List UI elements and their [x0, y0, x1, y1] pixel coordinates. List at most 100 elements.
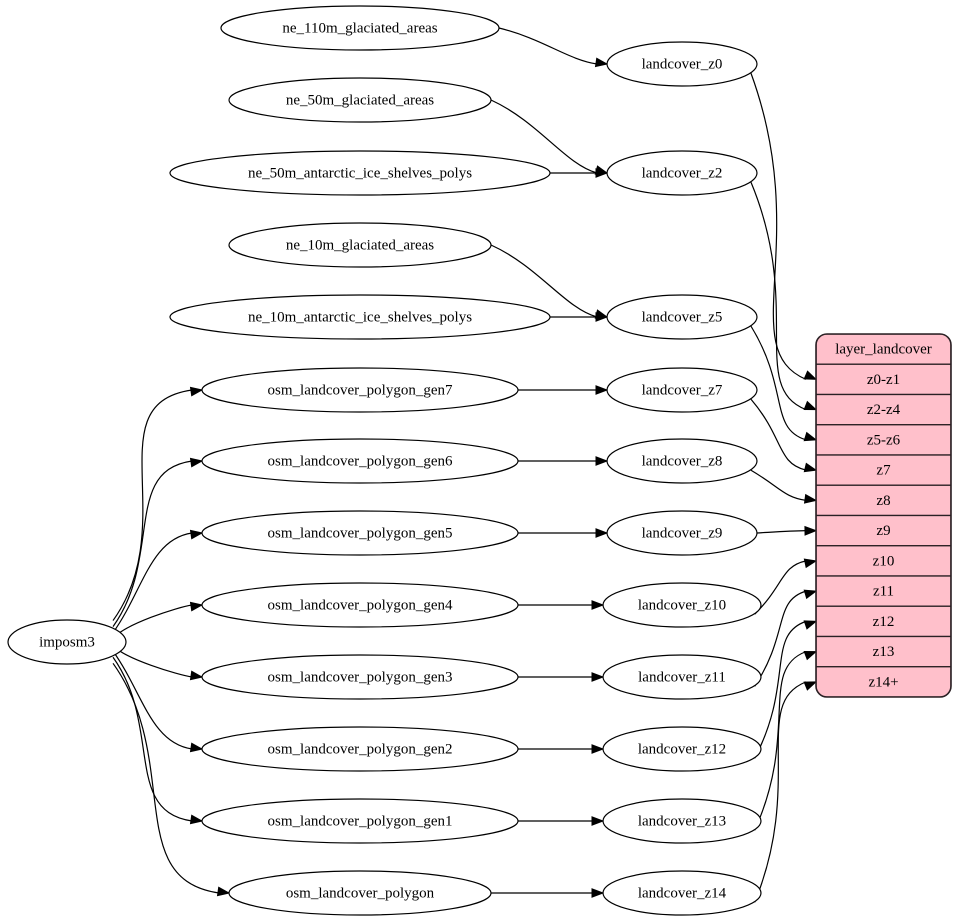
- node-shape: [228, 222, 492, 268]
- graph-node-osm_landcover_polygon_gen2[interactable]: osm_landcover_polygon_gen2: [201, 726, 519, 772]
- edge-imposm3-to-osm_landcover_polygon_gen2: [112, 650, 193, 750]
- graph-node-ne_10m_antarctic_ice_shelves_polys[interactable]: ne_10m_antarctic_ice_shelves_polys: [169, 294, 551, 340]
- graph-node-ne_50m_antarctic_ice_shelves_polys[interactable]: ne_50m_antarctic_ice_shelves_polys: [169, 150, 551, 196]
- table-title: layer_landcover: [835, 342, 932, 358]
- table-row[interactable]: z11: [816, 575, 951, 607]
- edge-arrowhead: [591, 888, 605, 898]
- edge-arrowhead: [189, 670, 204, 681]
- table-row-label: z9: [876, 523, 890, 539]
- edge-landcover_z12-to-z12: [754, 620, 807, 759]
- node-label: landcover_z8: [642, 453, 723, 469]
- node-shape: [602, 798, 762, 844]
- table-row-label: z11: [873, 584, 894, 600]
- table-row[interactable]: z7: [816, 454, 951, 486]
- node-shape: [602, 870, 762, 916]
- table-row-label: z0-z1: [867, 372, 900, 388]
- table-row[interactable]: z0-z1: [816, 363, 951, 396]
- graph-node-osm_landcover_polygon_gen7[interactable]: osm_landcover_polygon_gen7: [201, 367, 519, 413]
- edge-arrowhead: [595, 312, 609, 322]
- graph-node-landcover_z2[interactable]: landcover_z2: [606, 150, 758, 196]
- node-shape: [201, 726, 519, 772]
- edge-landcover_z2-to-z2-z4: [750, 182, 807, 411]
- graph-node-osm_landcover_polygon_gen3[interactable]: osm_landcover_polygon_gen3: [201, 654, 519, 700]
- table-row-label: z8: [876, 493, 890, 509]
- table-row-label: z5-z6: [867, 432, 901, 448]
- node-label: osm_landcover_polygon_gen3: [268, 669, 453, 685]
- graph-node-landcover_z10[interactable]: landcover_z10: [602, 582, 762, 628]
- node-shape: [201, 510, 519, 556]
- edge-arrowhead: [595, 456, 609, 466]
- table-row[interactable]: z5-z6: [816, 424, 951, 456]
- table-row[interactable]: z12: [816, 605, 951, 638]
- edge-landcover_z8-to-z8: [750, 469, 807, 501]
- edge-arrowhead: [189, 386, 204, 397]
- edge-arrowhead: [804, 525, 818, 536]
- table-row[interactable]: z9: [816, 514, 951, 547]
- graph-node-landcover_z12[interactable]: landcover_z12: [602, 726, 762, 772]
- node-shape: [606, 41, 758, 87]
- table-row-label: z10: [873, 553, 895, 569]
- edge-arrowhead: [591, 672, 605, 682]
- node-label: ne_10m_glaciated_areas: [286, 237, 434, 253]
- edge-arrowhead: [803, 370, 818, 380]
- node-shape: [606, 510, 758, 556]
- table-row[interactable]: z13: [816, 635, 951, 668]
- graph-node-osm_landcover_polygon[interactable]: osm_landcover_polygon: [228, 870, 492, 916]
- graph-node-landcover_z8[interactable]: landcover_z8: [606, 438, 758, 484]
- edge-arrowhead: [595, 385, 609, 395]
- edge-arrowhead: [803, 462, 818, 473]
- node-shape: [7, 619, 127, 665]
- node-label: landcover_z5: [642, 309, 723, 325]
- node-label: landcover_z0: [642, 56, 723, 72]
- graph-node-osm_landcover_polygon_gen4[interactable]: osm_landcover_polygon_gen4: [201, 582, 519, 628]
- graph-node-landcover_z14[interactable]: landcover_z14: [602, 870, 762, 916]
- node-shape: [228, 77, 492, 123]
- edge-ne_50m_glaciated_areas-to-landcover_z2: [490, 99, 598, 174]
- graph-node-osm_landcover_polygon_gen6[interactable]: osm_landcover_polygon_gen6: [201, 438, 519, 484]
- node-label: landcover_z14: [638, 885, 727, 901]
- graph-node-landcover_z9[interactable]: landcover_z9: [606, 510, 758, 556]
- node-label: osm_landcover_polygon_gen5: [268, 525, 453, 541]
- node-shape: [606, 367, 758, 413]
- graph-node-ne_110m_glaciated_areas[interactable]: ne_110m_glaciated_areas: [220, 5, 500, 51]
- edge-landcover_z5-to-z5-z6: [750, 325, 807, 441]
- edge-arrowhead: [189, 601, 204, 612]
- graph-node-landcover_z7[interactable]: landcover_z7: [606, 367, 758, 413]
- graph-node-osm_landcover_polygon_gen1[interactable]: osm_landcover_polygon_gen1: [201, 798, 519, 844]
- table-row[interactable]: z2-z4: [816, 393, 951, 426]
- table-row[interactable]: z10: [816, 545, 951, 577]
- node-shape: [201, 798, 519, 844]
- table-row-cell: [816, 393, 951, 426]
- edge-imposm3-to-osm_landcover_polygon_gen7: [112, 389, 193, 621]
- graph-node-osm_landcover_polygon_gen5[interactable]: osm_landcover_polygon_gen5: [201, 510, 519, 556]
- node-label: landcover_z9: [642, 525, 723, 541]
- node-label: landcover_z13: [638, 813, 726, 829]
- graph-node-landcover_z13[interactable]: landcover_z13: [602, 798, 762, 844]
- table-row[interactable]: z8: [816, 484, 951, 517]
- edge-landcover_z0-to-z0-z1: [750, 73, 807, 380]
- graph-node-landcover_z11[interactable]: landcover_z11: [602, 654, 762, 700]
- node-label: landcover_z2: [642, 165, 723, 181]
- table-rows: layer_landcover z0-z1 z2-z4 z5-z6 z7 z8 z9 z10 z…: [816, 334, 951, 697]
- node-shape: [602, 654, 762, 700]
- graph-node-landcover_z5[interactable]: landcover_z5: [606, 294, 758, 340]
- node-shape: [602, 726, 762, 772]
- node-shape: [228, 870, 492, 916]
- table-row[interactable]: z14+: [816, 666, 951, 697]
- node-label: landcover_z10: [638, 597, 726, 613]
- node-shape: [220, 5, 500, 51]
- node-shape: [201, 367, 519, 413]
- edge-arrowhead: [803, 493, 818, 504]
- table-row-cell: [816, 363, 951, 396]
- graph-node-landcover_z0[interactable]: landcover_z0: [606, 41, 758, 87]
- node-shape: [201, 654, 519, 700]
- node-shape: [169, 150, 551, 196]
- graph-node-ne_10m_glaciated_areas[interactable]: ne_10m_glaciated_areas: [228, 222, 492, 268]
- edge-landcover_z13-to-z13: [754, 651, 807, 831]
- graph-node-ne_50m_glaciated_areas[interactable]: ne_50m_glaciated_areas: [228, 77, 492, 123]
- graph-node-imposm3[interactable]: imposm3: [7, 619, 127, 665]
- node-layer: imposm3 ne_110m_glaciated_areas ne_50m_gla…: [7, 5, 762, 916]
- table-row-label: z12: [873, 614, 895, 630]
